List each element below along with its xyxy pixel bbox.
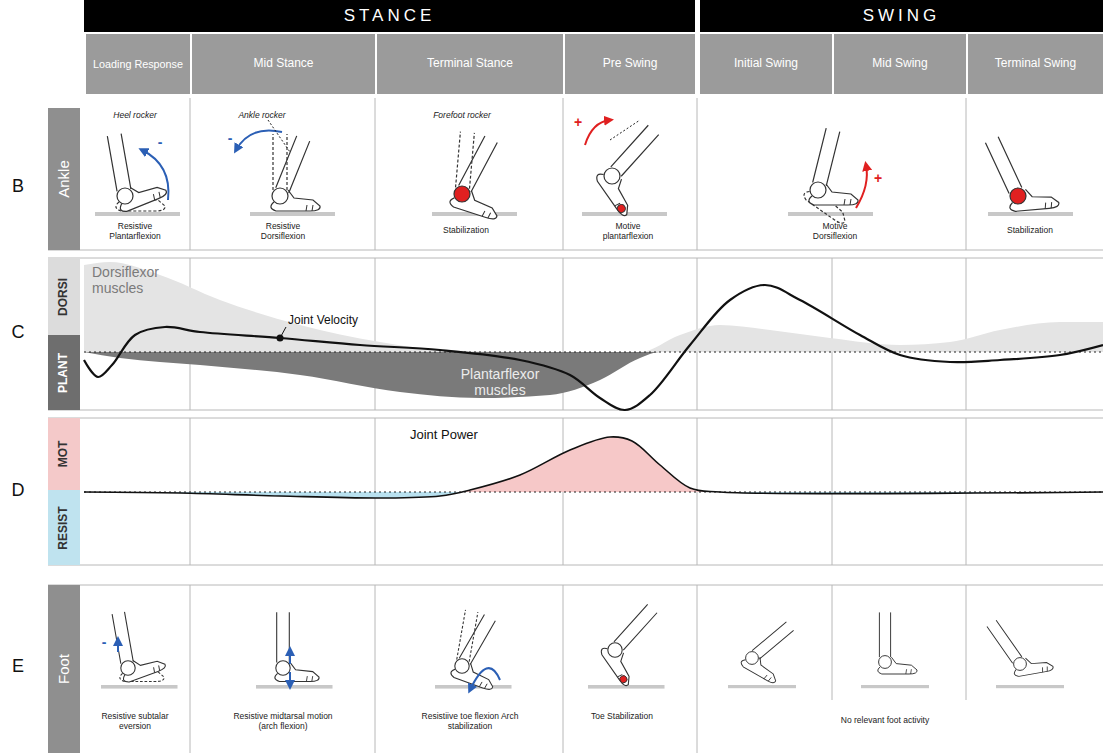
chart-label: Joint Power [410, 428, 500, 443]
leg-figure [101, 612, 178, 689]
velocity-curve [84, 285, 1103, 410]
phase-box: Loading Response [86, 34, 190, 94]
leg-figure [435, 610, 512, 691]
phase-header: SWING [700, 0, 1103, 32]
row-band: Ankle [48, 108, 80, 250]
leg-figure [861, 612, 929, 688]
zero-line [84, 352, 1103, 353]
leg-figure [250, 134, 335, 216]
phase-box: Terminal Stance [377, 34, 563, 94]
phase-caption: Forefoot rocker [417, 111, 507, 121]
foot-caption: No relevant foot activity [785, 716, 985, 726]
motion-arrows [118, 120, 867, 690]
node-text: Terminal Stance [421, 57, 519, 71]
phase-box: Mid Swing [834, 34, 966, 94]
row-band: Foot [48, 585, 80, 753]
motion-guide [268, 120, 640, 152]
foot-caption: Resistive midtarsal motion (arch flexion… [224, 712, 342, 732]
sign-mark: - [98, 634, 110, 650]
velocity-chart [84, 262, 1103, 410]
chart-label: Dorsiflexor muscles [92, 264, 187, 296]
node-text: Foot [55, 654, 72, 684]
row-band: MOT [48, 418, 80, 490]
phase-caption: Resistive Plantarflexion [103, 222, 167, 242]
dorsiflexor-area [84, 262, 1103, 352]
plantarflexor-area [84, 352, 1103, 398]
sign-mark: + [572, 114, 584, 130]
phase-header: STANCE [84, 0, 695, 32]
node-text: Ankle [55, 160, 72, 198]
phase-caption: Stabilization [985, 226, 1075, 236]
node-text: Pre Swing [597, 57, 664, 71]
phase-box: Initial Swing [700, 34, 832, 94]
phase-caption: Heel rocker [90, 111, 180, 121]
node-text: Loading Response [87, 58, 189, 70]
power-curve [84, 437, 1103, 498]
sign-mark: - [224, 130, 236, 146]
leader-line [280, 327, 286, 338]
leg-figure [432, 132, 517, 221]
power-chart [84, 437, 1103, 498]
node-text: STANCE [338, 6, 442, 26]
phase-caption: Resistive Dorsiflexion [251, 222, 315, 242]
row-band: RESIST [48, 490, 80, 565]
chart-label: Joint Velocity [288, 314, 372, 328]
leg-figure [985, 137, 1073, 216]
chart-label: Plantarflexor muscles [450, 366, 550, 398]
grid-lines [48, 98, 1103, 753]
phase-caption: Motive Dorsiflexion [800, 222, 870, 242]
motive-area [84, 437, 1103, 492]
node-text: DORSI [57, 277, 71, 315]
resistive-area [84, 492, 1103, 498]
phase-box: Pre Swing [565, 34, 695, 94]
sign-mark: + [872, 170, 884, 186]
row-band: PLANT [48, 335, 80, 410]
node-text: SWING [857, 6, 947, 26]
leg-figure [588, 604, 665, 688]
row-letter: E [6, 656, 30, 677]
phase-box: Mid Stance [192, 34, 375, 94]
foot-caption: Resistiive toe flexion Arch stabilizatio… [420, 712, 520, 732]
row-band: DORSI [48, 258, 80, 335]
leg-figure [728, 622, 796, 688]
phase-caption: Ankle rocker [217, 111, 307, 121]
leg-figure [256, 612, 333, 688]
node-text: Mid Swing [866, 57, 933, 71]
row-letter: D [6, 480, 30, 501]
node-text: Mid Stance [247, 57, 319, 71]
leg-figure [788, 128, 873, 225]
leg-figure [987, 620, 1064, 688]
row-letter: B [6, 176, 30, 197]
leg-figures [95, 125, 1073, 691]
foot-caption: Toe Stabilization [587, 712, 657, 722]
phase-box: Terminal Swing [968, 34, 1103, 94]
node-text: Terminal Swing [989, 57, 1082, 71]
foot-caption: Resistive subtalar eversion [100, 712, 170, 732]
node-text: MOT [57, 441, 71, 468]
leg-figure [582, 125, 667, 217]
sign-mark: - [154, 134, 166, 150]
zero-line [84, 492, 1103, 493]
leg-figure [95, 134, 180, 216]
node-text: PLANT [57, 353, 71, 393]
node-text: RESIST [57, 506, 71, 549]
row-letter: C [6, 322, 30, 343]
phase-caption: Stabilization [421, 226, 511, 236]
node-text: Initial Swing [728, 57, 804, 71]
phase-caption: Motive plantarflexion [593, 222, 663, 242]
